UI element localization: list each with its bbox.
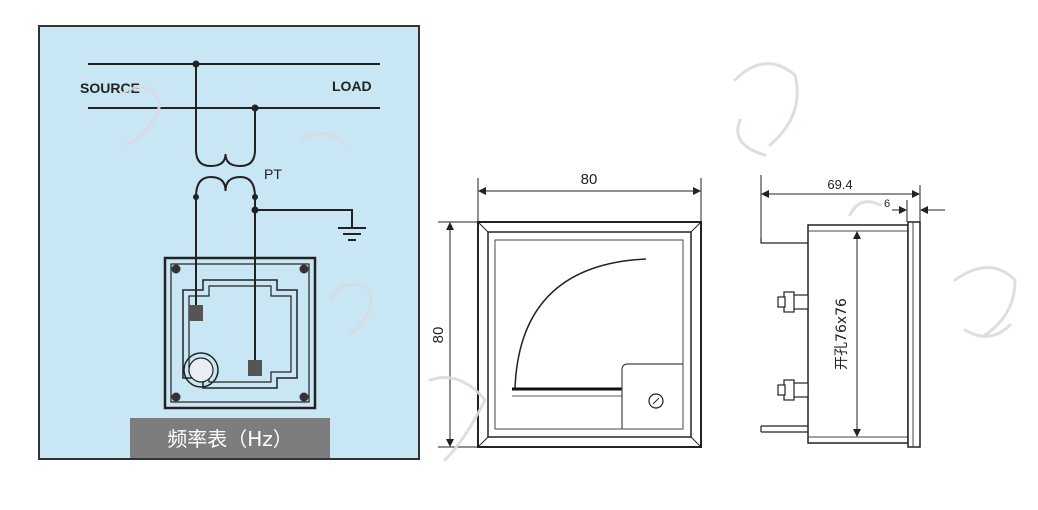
zero-adjust-knob [183,352,219,388]
pt-primary-coil [195,149,256,168]
pt-secondary-coil [195,175,256,198]
meter-rear-view [163,256,317,410]
front-height-label: 80 [430,327,447,344]
depth-label: 69.4 [827,177,852,192]
zero-adjust-window [621,363,683,429]
caption-bg [130,418,330,458]
pt-label: PT [264,166,282,182]
mounting-screw-icon [299,264,309,274]
terminal-post [777,379,809,401]
ground-symbol-icon [338,227,366,241]
terminal-post [777,291,809,313]
load-label: LOAD [332,78,372,94]
mounting-screw-icon [171,392,181,402]
watermark [118,62,1017,462]
cutout-label: 开孔76x76 [834,298,850,370]
terminal [248,360,262,376]
side-view: 69.4 6 开孔76x76 [760,175,945,448]
mounting-screw-icon [299,392,309,402]
meter-caption: 频率表（Hz） [167,427,293,451]
meter-flange [907,221,921,448]
ground-wire [255,209,353,228]
wiring-panel: SOURCE LOAD PT [38,25,420,460]
meter-bezel [477,221,702,448]
terminal [189,305,203,321]
mounting-screw-icon [171,264,181,274]
wiring-panel-bg [38,25,420,460]
front-view: 80 80 [430,171,702,448]
flange-label: 6 [884,198,890,210]
scale-arc [514,258,647,389]
meter-body [807,224,909,444]
mounting-bracket [760,238,810,244]
front-width-label: 80 [581,171,598,188]
